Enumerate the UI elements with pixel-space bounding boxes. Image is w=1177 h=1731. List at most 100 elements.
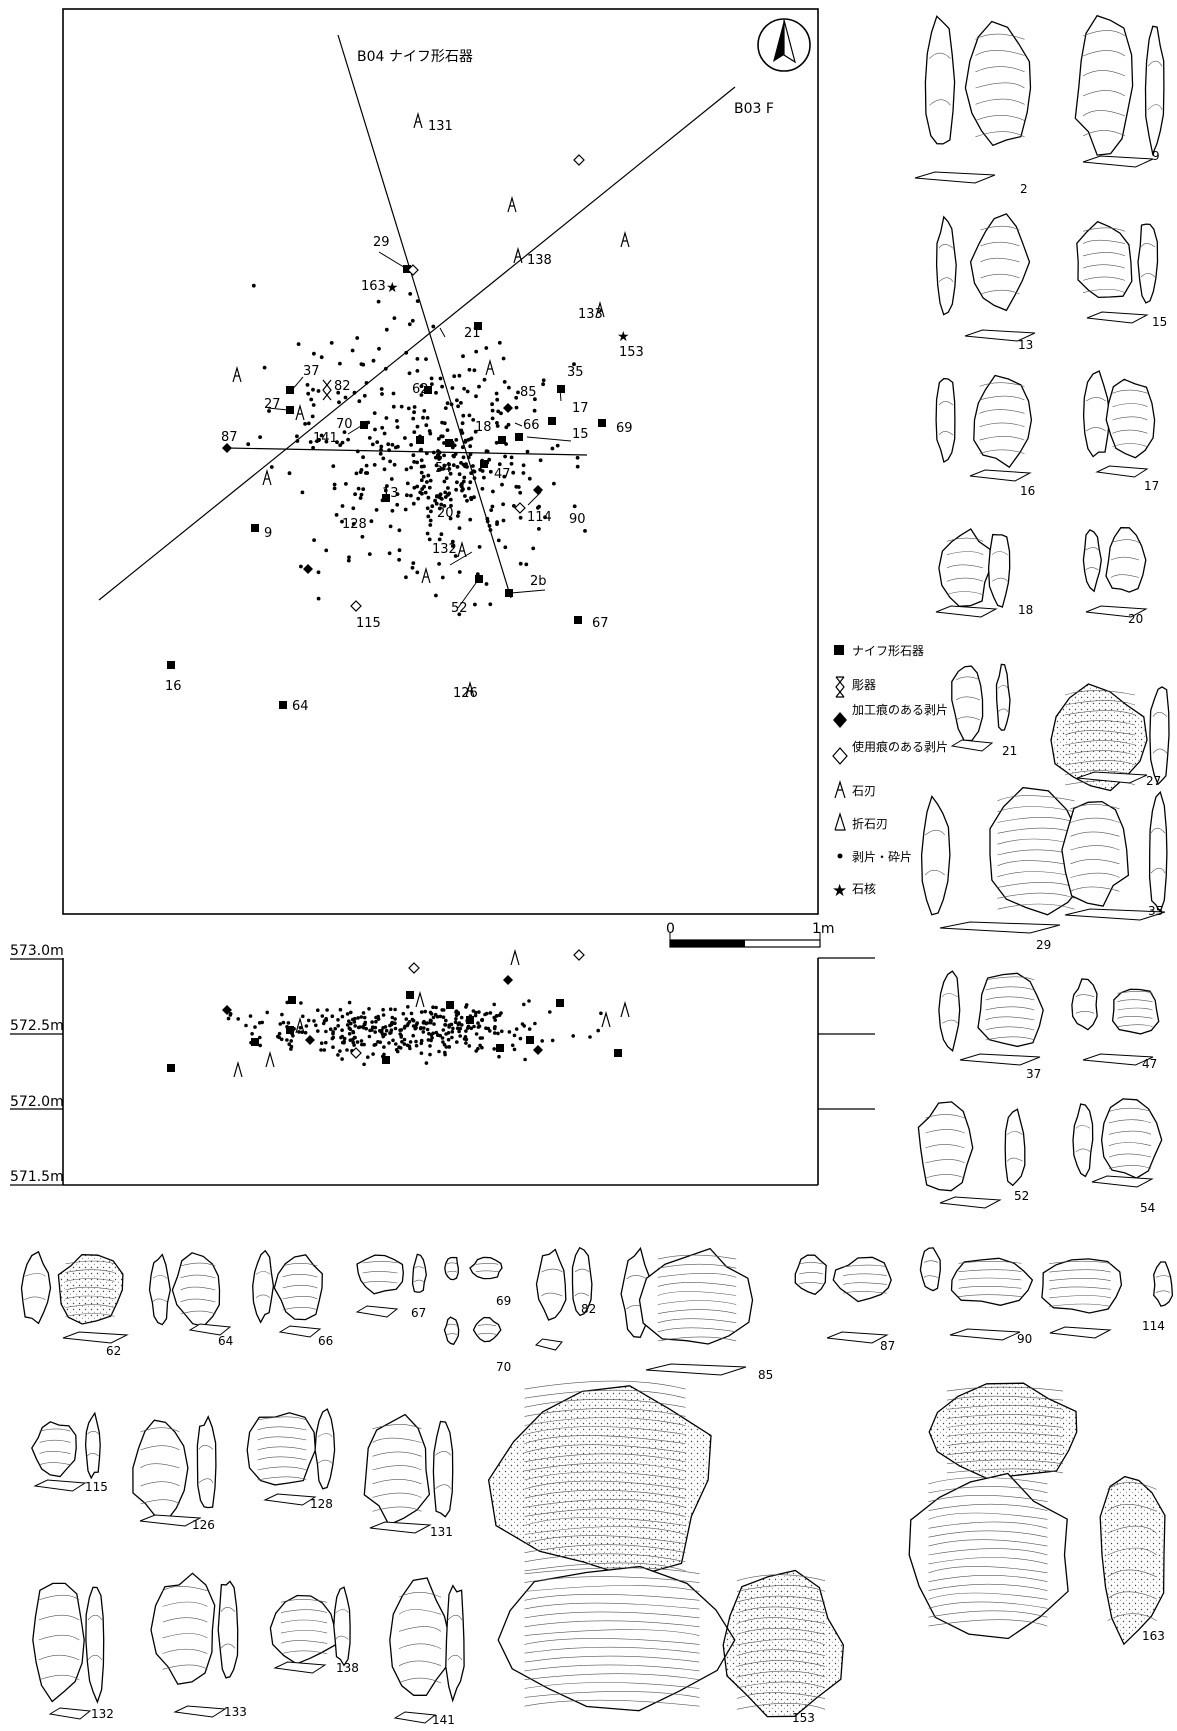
blade-symbol — [595, 300, 605, 318]
flake-scar-line — [24, 1273, 46, 1277]
flake-scar-line — [928, 1521, 1048, 1529]
leader-line — [527, 491, 542, 506]
section-knife-symbol — [466, 1016, 474, 1024]
artifact-drawing — [171, 1252, 221, 1327]
flake-scar-line — [946, 1441, 1064, 1446]
retouched-flake-symbol — [303, 564, 313, 574]
section-dot — [402, 1042, 407, 1046]
section-dot — [444, 1018, 448, 1023]
section-knife-symbol — [251, 1038, 259, 1046]
debitage-dot — [474, 394, 478, 399]
knife-symbol — [505, 589, 513, 597]
section-dot — [299, 1001, 303, 1005]
flake-scar-line — [975, 66, 1025, 73]
section-dot — [548, 1010, 552, 1014]
section-dot — [340, 1057, 344, 1061]
section-dot — [409, 1011, 414, 1016]
debitage-dot — [311, 403, 316, 407]
flake-scar-line — [372, 1465, 422, 1471]
debitage-dot — [387, 551, 392, 556]
flake-scar-line — [87, 1614, 103, 1621]
section-knife-symbol — [167, 1064, 175, 1072]
debitage-dot — [541, 378, 546, 383]
section-dot — [429, 1019, 433, 1023]
point-label: 62 — [412, 382, 429, 397]
debitage-dot — [461, 354, 465, 359]
legend-item-used-flake: 使用痕のある剥片 — [832, 739, 948, 765]
section-dot — [458, 1034, 463, 1038]
debitage-dot — [427, 537, 432, 542]
section-dot — [352, 1035, 357, 1040]
flake-scar-line — [413, 1266, 425, 1269]
debitage-dot — [381, 456, 386, 461]
section-dot — [298, 1026, 303, 1030]
section-dot — [280, 1012, 284, 1017]
knife-symbol — [515, 433, 523, 441]
flake-scar-line — [38, 1674, 80, 1681]
debitage-dot — [485, 519, 490, 524]
artifact-label: 67 — [411, 1306, 426, 1320]
artifact-drawing — [1004, 1108, 1026, 1187]
flake-scar-line — [87, 1431, 99, 1435]
section-dot — [389, 1030, 393, 1035]
section-dot — [324, 1016, 328, 1021]
artifact-drawing — [432, 1420, 454, 1518]
debitage-dot — [390, 508, 395, 513]
knife-symbol — [286, 406, 294, 414]
section-dot — [349, 1010, 353, 1015]
section-dot — [258, 1043, 263, 1048]
svg-text:彫器: 彫器 — [852, 678, 876, 692]
debitage-dot — [538, 458, 543, 463]
section-dot — [401, 1011, 406, 1016]
artifact-drawing — [950, 1257, 1034, 1306]
flake-scar-line — [736, 1617, 826, 1624]
artifact-drawing — [389, 1577, 451, 1696]
section-dot — [488, 1011, 493, 1015]
debitage-dot — [442, 441, 446, 445]
debitage-dot — [424, 423, 429, 428]
artifact-drawing — [444, 1256, 459, 1281]
debitage-dot — [430, 382, 434, 386]
section-knife-symbol — [382, 1056, 390, 1064]
artifact-drawing — [832, 1256, 892, 1303]
flake-scar-line — [925, 1129, 965, 1134]
debitage-dot — [438, 376, 443, 381]
debitage-dot — [502, 474, 507, 479]
flake-scar-line — [1082, 50, 1126, 57]
section-dot — [244, 1023, 248, 1028]
refit-line-b03 — [98, 86, 736, 601]
flake-scar-line — [180, 1298, 216, 1303]
section-dot — [383, 1025, 388, 1029]
flake-scar-line — [925, 1144, 965, 1149]
debitage-dot — [511, 470, 516, 475]
section-flake-symbol — [305, 1035, 315, 1045]
artifact-drawing — [445, 1584, 465, 1703]
point-label: 67 — [592, 616, 609, 631]
debitage-dot — [434, 390, 438, 395]
point-label: 64 — [292, 699, 309, 714]
debitage-dot — [347, 555, 351, 560]
flake-scar-line — [736, 1606, 826, 1614]
debitage-dot — [404, 575, 408, 580]
section-dot — [432, 1022, 436, 1026]
debitage-dot — [362, 393, 367, 398]
section-dot — [424, 1061, 429, 1065]
flake-scar-line — [928, 1495, 1048, 1502]
flake-scar-line — [372, 1424, 422, 1430]
debitage-dot — [377, 346, 381, 351]
artifact-drawing — [333, 1586, 351, 1667]
section-blade-symbol — [415, 990, 425, 1008]
debitage-dot — [383, 366, 388, 371]
flake-scar-line — [372, 1492, 422, 1498]
flake-scar-line — [524, 1699, 700, 1707]
debitage-dot — [433, 498, 437, 503]
flake-scar-line — [524, 1499, 686, 1508]
cross-section-outline — [826, 1331, 889, 1344]
cross-section-outline — [139, 1514, 202, 1527]
section-dot — [402, 1037, 407, 1042]
flake-scar-line — [928, 1592, 1048, 1600]
point-labels: 131 138 133 153 163 29 21 37 82 35 62 85… — [165, 119, 644, 714]
flake-scar-line — [997, 795, 1075, 802]
debitage-dot — [411, 453, 416, 458]
section-dot — [433, 1012, 438, 1017]
